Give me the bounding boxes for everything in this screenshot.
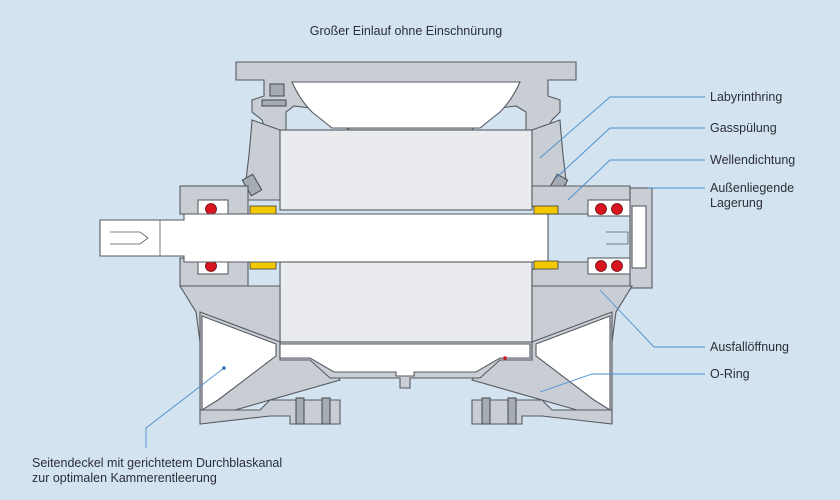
label-seitendeckel-line2: zur optimalen Kammerentleerung xyxy=(32,471,217,485)
right-bearing-housing xyxy=(531,185,653,291)
label-ausfalloeffnung: Ausfallöffnung xyxy=(710,340,789,354)
leader-lines xyxy=(145,96,705,448)
top-flange xyxy=(235,61,577,131)
housing-upper xyxy=(241,119,569,211)
diagram-title: Großer Einlauf ohne Einschnürung xyxy=(309,24,503,38)
left-bearing-housing xyxy=(179,185,277,287)
label-oring: O-Ring xyxy=(710,367,750,381)
housing-lower xyxy=(179,285,633,425)
label-wellendichtung: Wellendichtung xyxy=(710,153,796,167)
label-lagerung-line1: Außenliegende xyxy=(710,181,795,195)
shaft xyxy=(99,213,549,263)
label-gasspuelung: Gasspülung xyxy=(710,121,777,135)
rotor xyxy=(279,261,533,343)
label-labyrinthring: Labyrinthring xyxy=(710,90,783,104)
label-seitendeckel-line1: Seitendeckel mit gerichtetem Durchblaska… xyxy=(32,456,283,470)
label-lagerung-line2: Lagerung xyxy=(710,196,763,210)
